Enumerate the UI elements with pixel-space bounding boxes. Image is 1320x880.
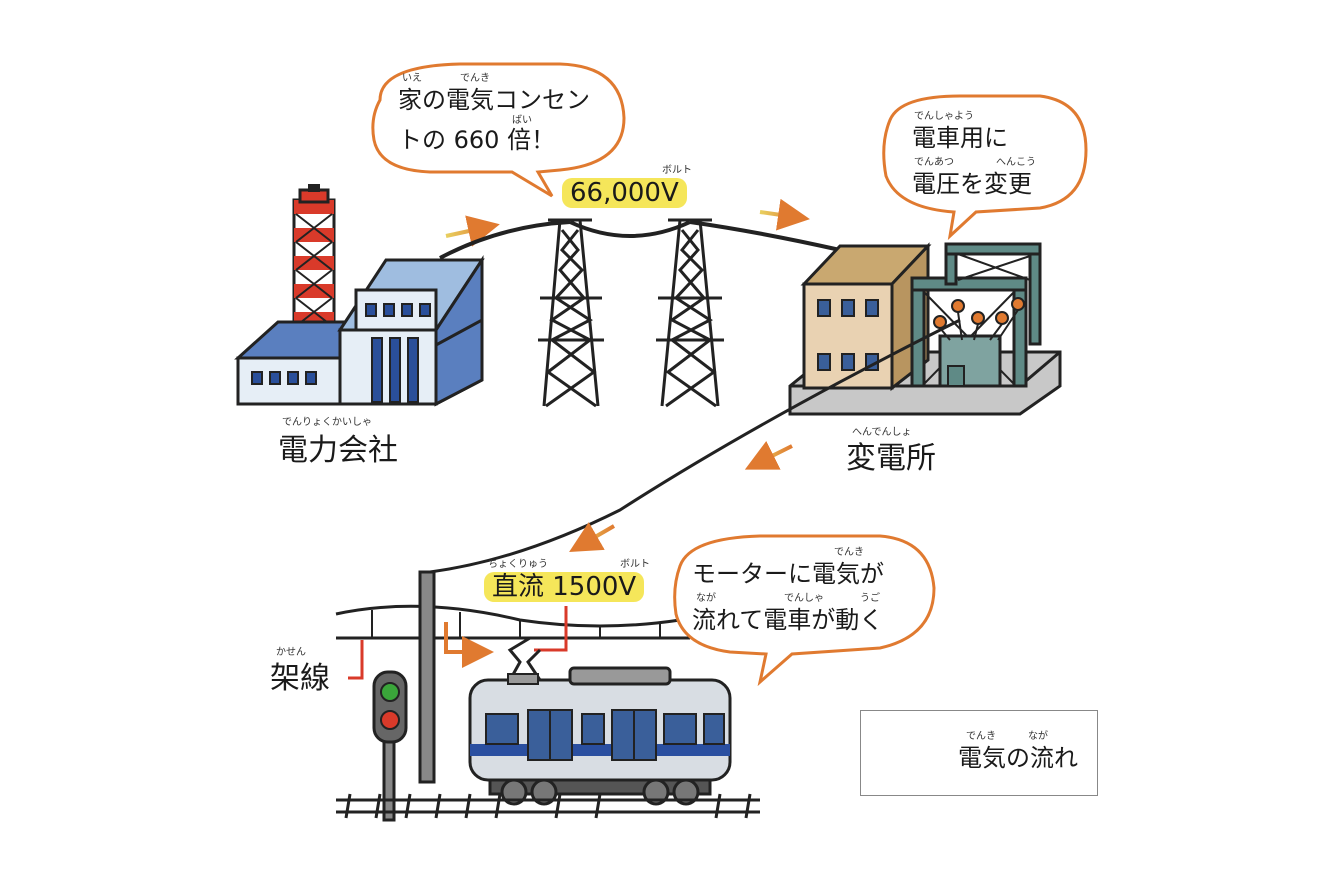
bubble-train-use-ruby1: でんしゃよう	[914, 111, 974, 122]
power-plant-illustration	[234, 184, 485, 407]
bubble-motor-line2: 流れて電車が動く	[692, 606, 884, 634]
bubble-motor-ruby-densha: でんしゃ	[784, 593, 824, 604]
railway-track	[336, 793, 760, 819]
utility-pole	[418, 570, 436, 784]
overhead-wire-label: 架線	[270, 661, 330, 696]
bubble-train-use-ruby-denatsu: でんあつ	[914, 157, 954, 168]
bubble-motor-ruby-denki: でんき	[834, 547, 864, 558]
flow-arrow	[444, 622, 494, 668]
bubble-motor-ruby-ugo: うご	[860, 593, 880, 604]
transmission-voltage-ruby: ボルト	[662, 165, 692, 176]
legend-ruby-denki: でんき	[966, 731, 996, 742]
overhead-wire-marker	[348, 640, 364, 680]
overhead-wire-ruby: かせん	[276, 647, 306, 658]
dc-voltage-marker	[534, 606, 568, 652]
chimney-tower	[292, 184, 336, 332]
catenary-wires	[335, 604, 690, 640]
flow-arrow	[744, 440, 793, 470]
bubble-outlet-line2: トの 660 倍！	[398, 126, 556, 154]
dc-voltage-label: 直流 1500V	[484, 572, 645, 602]
flow-arrow	[759, 198, 810, 231]
bubble-train-use	[882, 94, 1088, 241]
transmission-voltage-label: 66,000V	[562, 178, 687, 208]
substation-ruby: へんでんしょ	[852, 427, 912, 438]
legend-box	[860, 710, 1098, 796]
power-company-label: 電力会社	[278, 433, 398, 468]
feeder-wire	[429, 318, 961, 574]
railway-signal	[372, 670, 408, 822]
train-illustration	[468, 666, 732, 806]
bubble-motor	[673, 534, 936, 687]
dc-voltage-ruby-left: ちょくりゅう	[488, 559, 548, 570]
substation-label: 変電所	[846, 441, 936, 476]
bubble-outlet-line1: 家の電気コンセン	[398, 86, 590, 114]
bubble-motor-line1: モーターに電気が	[692, 560, 884, 588]
legend-ruby-naga: なが	[1028, 731, 1048, 742]
bubble-train-use-ruby-henkou: へんこう	[996, 157, 1036, 168]
bubble-outlet	[371, 62, 626, 198]
bubble-motor-ruby-naga: なが	[696, 593, 716, 604]
bubble-outlet-ruby-bai: ばい	[512, 115, 532, 126]
bubble-train-use-line2: 電圧を変更	[912, 170, 1032, 198]
flow-arrow	[569, 522, 616, 553]
power-company-ruby: でんりょくかいしゃ	[282, 417, 372, 428]
bubble-outlet-ruby-ie: いえ	[402, 73, 422, 84]
bubble-outlet-ruby-denki: でんき	[460, 73, 490, 84]
legend-label: 電気の流れ	[958, 744, 1078, 772]
flow-arrow	[445, 215, 500, 247]
dc-voltage-ruby-right: ボルト	[620, 559, 650, 570]
transmission-towers	[439, 218, 841, 408]
bubble-train-use-line1: 電車用に	[912, 124, 1008, 152]
